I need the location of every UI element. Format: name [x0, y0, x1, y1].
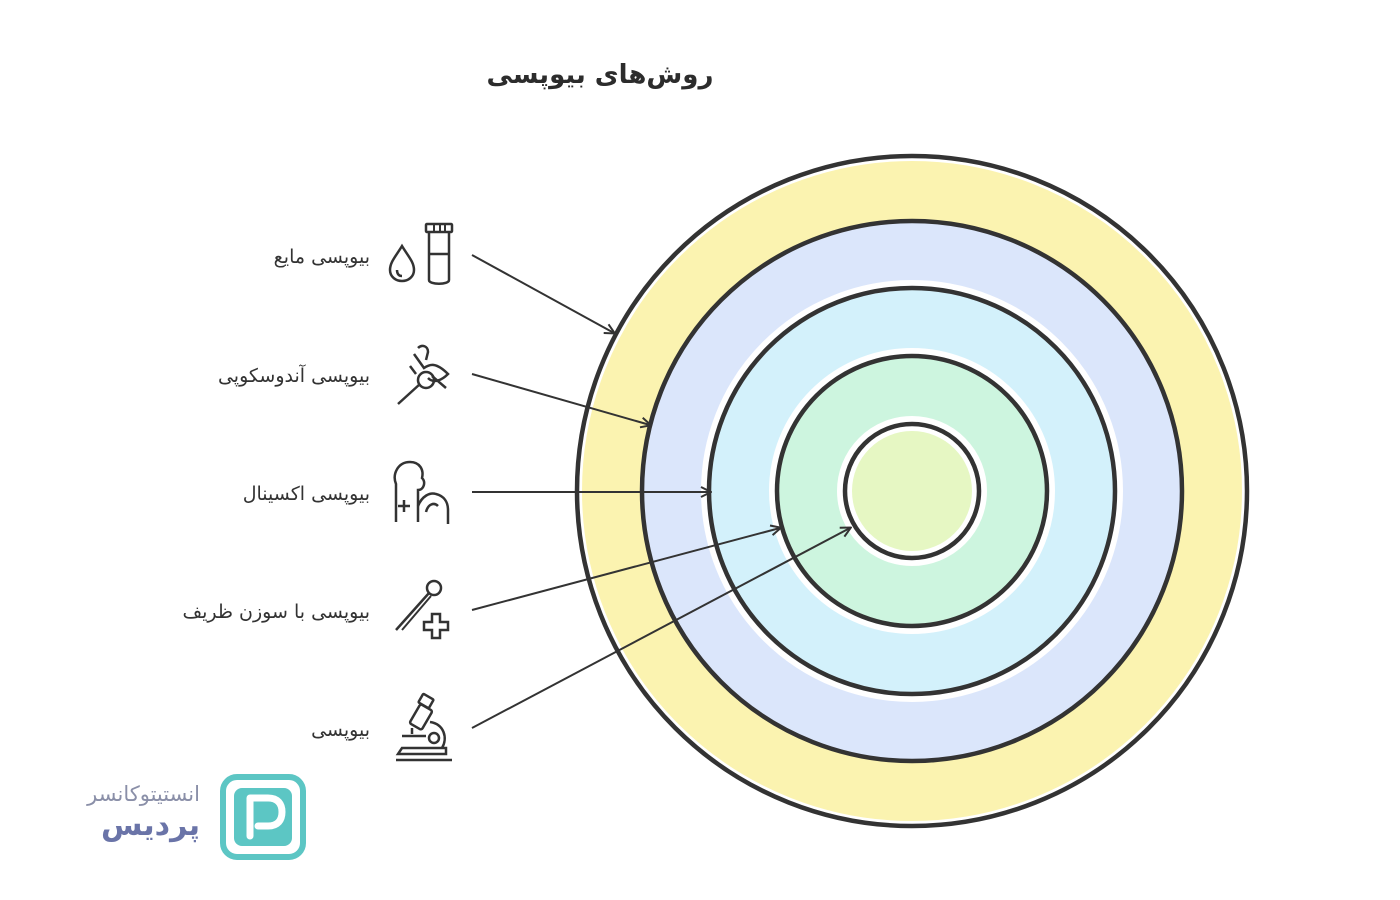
arrow-liquid-biopsy — [471, 254, 614, 333]
pardis-cancer-institute-logo: انستیتوکانسر پردیس — [60, 770, 310, 860]
ring-outline-5 — [842, 421, 982, 561]
logo-text-institute: انستیتوکانسر — [87, 782, 200, 806]
test-tube-drop-icon — [388, 222, 454, 285]
label-endoscopic-biopsy: بیوپسی آندوسکوپی — [217, 365, 370, 387]
ring-core — [852, 431, 972, 551]
logo-text-pardis: پردیس — [101, 808, 200, 843]
ring-band-3 — [711, 290, 1113, 692]
label-liquid-biopsy: بیوپسی مایع — [273, 246, 370, 268]
needle-plus-icon — [395, 579, 450, 640]
arrow-biopsy — [471, 528, 850, 729]
endoscope-icon — [397, 344, 450, 405]
label-excisional-biopsy: بیوپسی اکسینال — [242, 483, 370, 505]
diagram-title: روش‌های بیوپسی — [486, 60, 714, 90]
ring-outline-4 — [774, 353, 1050, 629]
microscope-icon — [395, 692, 452, 762]
label-biopsy: بیوپسی — [311, 719, 370, 741]
lymph-node-icon — [393, 460, 450, 524]
arrow-endoscopic-biopsy — [471, 373, 650, 425]
ring-band-4 — [779, 358, 1045, 624]
arrow-fine-needle-biopsy — [471, 528, 780, 611]
label-fine-needle-biopsy: بیوپسی با سوزن ظریف — [182, 601, 370, 623]
logo-p-mark — [220, 774, 306, 860]
